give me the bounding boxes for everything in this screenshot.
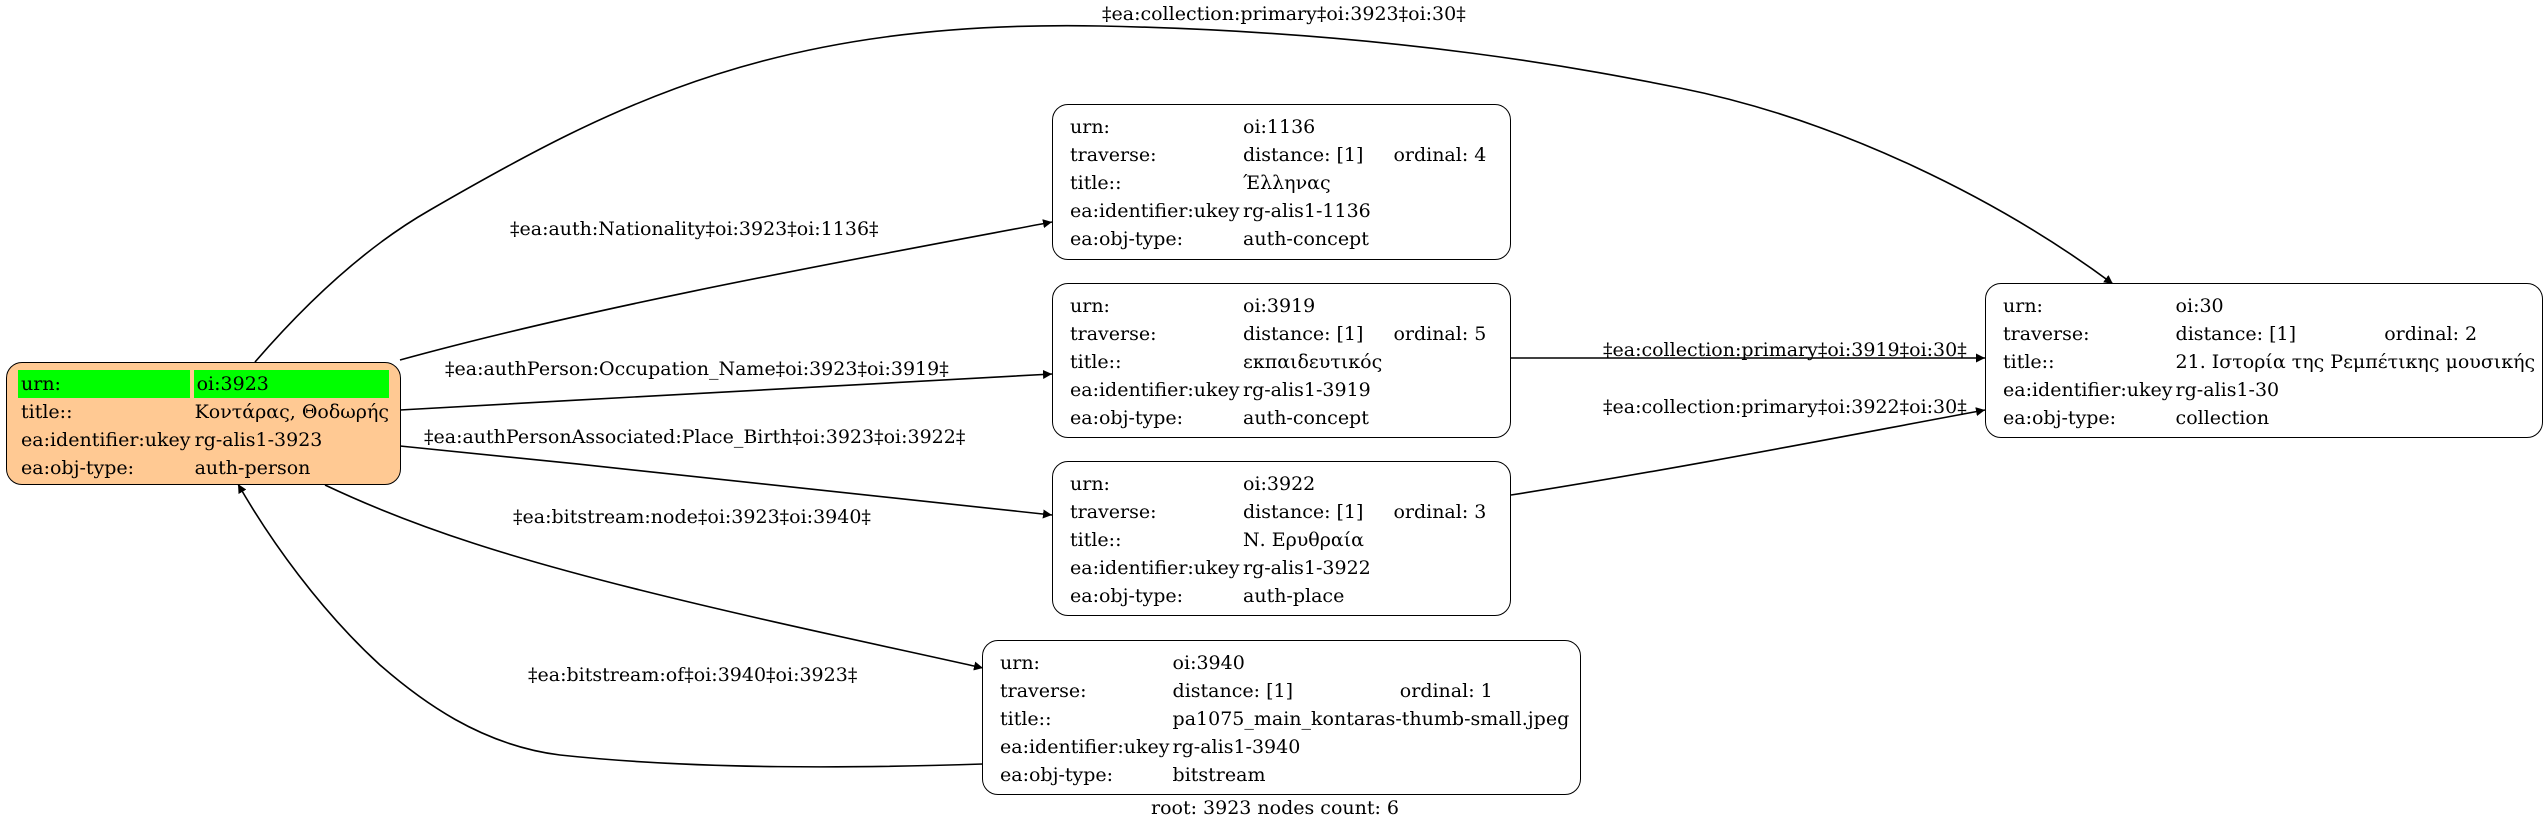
node-3922-ukey: rg-alis1-3922 <box>1243 557 1371 579</box>
edge-label-root-to-3922: ‡ea:authPersonAssociated:Place_Birth‡oi:… <box>424 426 966 448</box>
node-30-type-key: ea:obj-type: <box>2003 407 2117 429</box>
node-3940-title-key: title:: <box>1000 708 1052 730</box>
edge-3940-to-root <box>237 483 984 768</box>
node-1136-ukey-key: ea:identifier:ukey <box>1070 200 1240 222</box>
node-3922-urn: oi:3922 <box>1243 473 1316 495</box>
root-type-value: auth-person <box>194 457 311 479</box>
node-3922-title-key: title:: <box>1070 529 1122 551</box>
edge-3922-to-30 <box>1510 407 1986 496</box>
node-3919-type-key: ea:obj-type: <box>1070 407 1184 429</box>
node-3919-title-key: title:: <box>1070 351 1122 373</box>
node-3919-traverse-key: traverse: <box>1070 323 1157 345</box>
root-urn-value: oi:3923 <box>189 370 389 398</box>
node-3919-urn-key: urn: <box>1070 295 1110 317</box>
node-30-title-key: title:: <box>2003 351 2055 373</box>
edge-root-to-3922 <box>399 445 1053 519</box>
node-1136-distance: distance: [1] <box>1243 144 1364 166</box>
node-1136-urn: oi:1136 <box>1243 116 1316 138</box>
node-3940-urn: oi:3940 <box>1172 652 1245 674</box>
edge-root-to-30 <box>254 24 2114 363</box>
node-3922[interactable]: urn: oi:3922 traverse: distance: [1] ordina… <box>1052 461 1511 616</box>
root-urn-key: urn: <box>18 370 192 398</box>
root-urn-row: urn: oi:3923 <box>18 370 389 398</box>
edge-label-root-to-3919: ‡ea:authPerson:Occupation_Name‡oi:3923‡o… <box>445 358 949 380</box>
node-30-urn-key: urn: <box>2003 295 2043 317</box>
root-ukey-key: ea:identifier:ukey <box>21 429 191 451</box>
node-3940-urn-key: urn: <box>1000 652 1040 674</box>
node-3922-ukey-key: ea:identifier:ukey <box>1070 557 1240 579</box>
node-1136-ukey: rg-alis1-1136 <box>1243 200 1371 222</box>
node-3940[interactable]: urn: oi:3940 traverse: distance: [1] ordina… <box>982 640 1581 795</box>
node-3922-traverse-key: traverse: <box>1070 501 1157 523</box>
node-3919-urn: oi:3919 <box>1243 295 1316 317</box>
node-1136-ordinal: ordinal: 4 <box>1393 144 1487 166</box>
node-3922-ordinal: ordinal: 3 <box>1393 501 1487 523</box>
root-title-value: Κοντάρας, Θοδωρής <box>194 401 389 423</box>
node-1136[interactable]: urn: oi:1136 traverse: distance: [1] ordina… <box>1052 104 1511 260</box>
node-1136-title-key: title:: <box>1070 172 1122 194</box>
node-30-type: collection <box>2175 407 2270 429</box>
edge-label-3922-to-30: ‡ea:collection:primary‡oi:3922‡oi:30‡ <box>1603 396 1967 418</box>
node-3940-ukey: rg-alis1-3940 <box>1172 736 1301 758</box>
node-30-ordinal: ordinal: 2 <box>2384 323 2478 345</box>
edge-label-3919-to-30: ‡ea:collection:primary‡oi:3919‡oi:30‡ <box>1603 339 1967 361</box>
node-3940-distance: distance: [1] <box>1172 680 1293 702</box>
node-1136-traverse-key: traverse: <box>1070 144 1157 166</box>
root-ukey-row: ea:identifier:ukey rg-alis1-3923 <box>18 426 389 454</box>
node-30-distance: distance: [1] <box>2175 323 2296 345</box>
node-30-ukey: rg-alis1-30 <box>2175 379 2280 401</box>
node-3919-ordinal: ordinal: 5 <box>1393 323 1487 345</box>
node-30[interactable]: urn: oi:30 traverse: distance: [1] ordinal:… <box>1985 283 2543 438</box>
node-3940-ordinal: ordinal: 1 <box>1399 680 1493 702</box>
edge-label-3940-to-root: ‡ea:bitstream:of‡oi:3940‡oi:3923‡ <box>528 664 858 686</box>
node-3919-title: εκπαιδευτικός <box>1243 351 1383 373</box>
root-ukey-value: rg-alis1-3923 <box>194 429 323 451</box>
root-type-row: ea:obj-type: auth-person <box>18 454 389 482</box>
edge-label-root-to-30: ‡ea:collection:primary‡oi:3923‡oi:30‡ <box>1102 3 1466 25</box>
node-3919-ukey-key: ea:identifier:ukey <box>1070 379 1240 401</box>
edge-root-to-3940 <box>324 484 984 671</box>
edge-root-to-1136 <box>399 219 1053 361</box>
node-3940-traverse-key: traverse: <box>1000 680 1087 702</box>
node-1136-urn-key: urn: <box>1070 116 1110 138</box>
node-1136-type-key: ea:obj-type: <box>1070 228 1184 250</box>
node-3922-type: auth-place <box>1243 585 1345 607</box>
node-1136-type: auth-concept <box>1243 228 1369 250</box>
node-30-urn: oi:30 <box>2175 295 2224 317</box>
edge-label-root-to-3940: ‡ea:bitstream:node‡oi:3923‡oi:3940‡ <box>513 506 871 528</box>
node-3922-type-key: ea:obj-type: <box>1070 585 1184 607</box>
node-3940-type-key: ea:obj-type: <box>1000 764 1114 786</box>
node-3922-title: Ν. Ερυθραία <box>1243 529 1365 551</box>
edge-label-root-to-1136: ‡ea:auth:Nationality‡oi:3923‡oi:1136‡ <box>510 218 879 240</box>
root-type-key: ea:obj-type: <box>21 457 135 479</box>
node-30-ukey-key: ea:identifier:ukey <box>2003 379 2173 401</box>
node-3919-distance: distance: [1] <box>1243 323 1364 345</box>
root-title-key: title:: <box>21 401 73 423</box>
node-3922-distance: distance: [1] <box>1243 501 1364 523</box>
graph-caption: root: 3923 nodes count: 6 <box>1151 797 1400 819</box>
node-3940-type: bitstream <box>1172 764 1266 786</box>
node-30-title: 21. Ιστορία της Ρεμπέτικης μουσικής <box>2175 351 2536 373</box>
node-3940-title: pa1075_main_kontaras-thumb-small.jpeg <box>1172 708 1570 730</box>
node-30-traverse-key: traverse: <box>2003 323 2090 345</box>
root-node-3923[interactable]: urn: oi:3923 title:: Κοντάρας, Θοδωρής e… <box>6 362 401 485</box>
node-3919-ukey: rg-alis1-3919 <box>1243 379 1371 401</box>
node-3919-type: auth-concept <box>1243 407 1369 429</box>
root-title-row: title:: Κοντάρας, Θοδωρής <box>18 398 389 426</box>
node-1136-title: Έλληνας <box>1243 172 1331 194</box>
node-3922-urn-key: urn: <box>1070 473 1110 495</box>
node-3940-ukey-key: ea:identifier:ukey <box>1000 736 1170 758</box>
node-3919[interactable]: urn: oi:3919 traverse: distance: [1] ordina… <box>1052 283 1511 438</box>
edge-root-to-3919 <box>399 369 1053 411</box>
